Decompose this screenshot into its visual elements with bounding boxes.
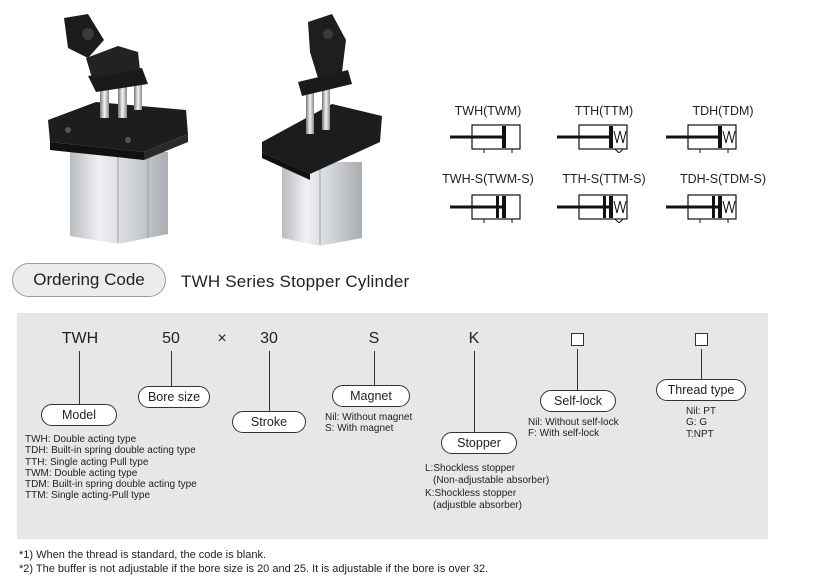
leader-magnet bbox=[374, 351, 375, 385]
cylinder-symbol-icon bbox=[557, 194, 628, 223]
model-options: TWH: Double acting type TDH: Built-in sp… bbox=[25, 434, 197, 502]
footnote-2: *2) The buffer is not adjustable if the … bbox=[19, 563, 489, 575]
code-separator: × bbox=[217, 330, 227, 347]
stopper-options: L:Shockless stopper (Non-adjustable abso… bbox=[425, 463, 549, 512]
model-option: TWH: Double acting type bbox=[25, 434, 137, 445]
self-lock-label: Self-lock bbox=[540, 390, 616, 412]
cylinder-symbol-icon bbox=[666, 194, 737, 223]
thread-type-label: Thread type bbox=[656, 379, 746, 401]
self-lock-option: F: With self-lock bbox=[528, 428, 600, 440]
symbol-label: TDH(TDM) bbox=[692, 104, 754, 118]
product-photo-front bbox=[48, 14, 188, 244]
model-label: Model bbox=[41, 404, 117, 426]
model-option: TDH: Built-in spring double acting type bbox=[25, 445, 196, 457]
ordering-code-panel bbox=[17, 313, 768, 539]
stopper-label: Stopper bbox=[441, 432, 517, 454]
self-lock-option: Nil: Without self-lock bbox=[528, 417, 619, 428]
leader-bore bbox=[171, 351, 172, 386]
code-selflock-blank bbox=[571, 333, 584, 346]
footnote-1: *1) When the thread is standard, the cod… bbox=[19, 549, 267, 561]
bore-size-label: Bore size bbox=[138, 386, 210, 408]
code-stroke: 30 bbox=[260, 330, 278, 347]
model-option: TTM: Single acting-Pull type bbox=[25, 490, 151, 502]
magnet-label: Magnet bbox=[332, 385, 410, 407]
cylinder-symbol-icon bbox=[666, 124, 737, 153]
stopper-option: L:Shockless stopper bbox=[425, 463, 516, 474]
symbol-label: TDH-S(TDM-S) bbox=[679, 172, 767, 186]
leader-selflock bbox=[577, 349, 578, 390]
cylinder-symbol-icon bbox=[450, 124, 521, 153]
thread-options: Nil: PT G: G T:NPT bbox=[686, 406, 716, 440]
stopper-option: (adjustble absorber) bbox=[433, 499, 522, 511]
self-lock-options: Nil: Without self-lock F: With self-lock bbox=[528, 417, 619, 440]
code-bore: 50 bbox=[162, 330, 180, 347]
leader-model bbox=[79, 351, 80, 404]
leader-stopper bbox=[474, 351, 475, 432]
ordering-code-tab: Ordering Code bbox=[12, 263, 166, 297]
stopper-option: K:Shockless stopper bbox=[425, 487, 517, 499]
model-option: TWM: Double acting type bbox=[25, 467, 138, 479]
code-thread-blank bbox=[695, 333, 708, 346]
thread-option: T:NPT bbox=[686, 428, 714, 440]
product-photo-angle bbox=[262, 14, 382, 246]
code-magnet: S bbox=[368, 330, 380, 347]
thread-option: Nil: PT bbox=[686, 406, 716, 417]
series-title: TWH Series Stopper Cylinder bbox=[181, 272, 410, 291]
leader-stroke bbox=[269, 351, 270, 411]
symbol-label: TTH(TTM) bbox=[574, 104, 634, 118]
stopper-option: (Non-adjustable absorber) bbox=[433, 475, 550, 487]
code-stopper: K bbox=[468, 330, 480, 347]
symbol-label: TWH-S(TWM-S) bbox=[442, 172, 534, 186]
magnet-option: S: With magnet bbox=[325, 423, 394, 435]
stroke-label: Stroke bbox=[232, 411, 306, 433]
cylinder-symbol-icon bbox=[450, 194, 521, 223]
cylinder-symbol-icon bbox=[557, 124, 628, 153]
magnet-options: Nil: Without magnet S: With magnet bbox=[325, 412, 412, 435]
thread-option: G: G bbox=[686, 417, 708, 429]
model-option: TTH: Single acting Pull type bbox=[25, 456, 149, 468]
leader-thread bbox=[701, 349, 702, 379]
model-option: TDM: Built-in spring double acting type bbox=[25, 479, 197, 491]
symbol-label: TTH-S(TTM-S) bbox=[562, 172, 646, 186]
magnet-option: Nil: Without magnet bbox=[325, 412, 413, 423]
code-model: TWH bbox=[61, 330, 99, 347]
symbol-label: TWH(TWM) bbox=[454, 104, 522, 118]
